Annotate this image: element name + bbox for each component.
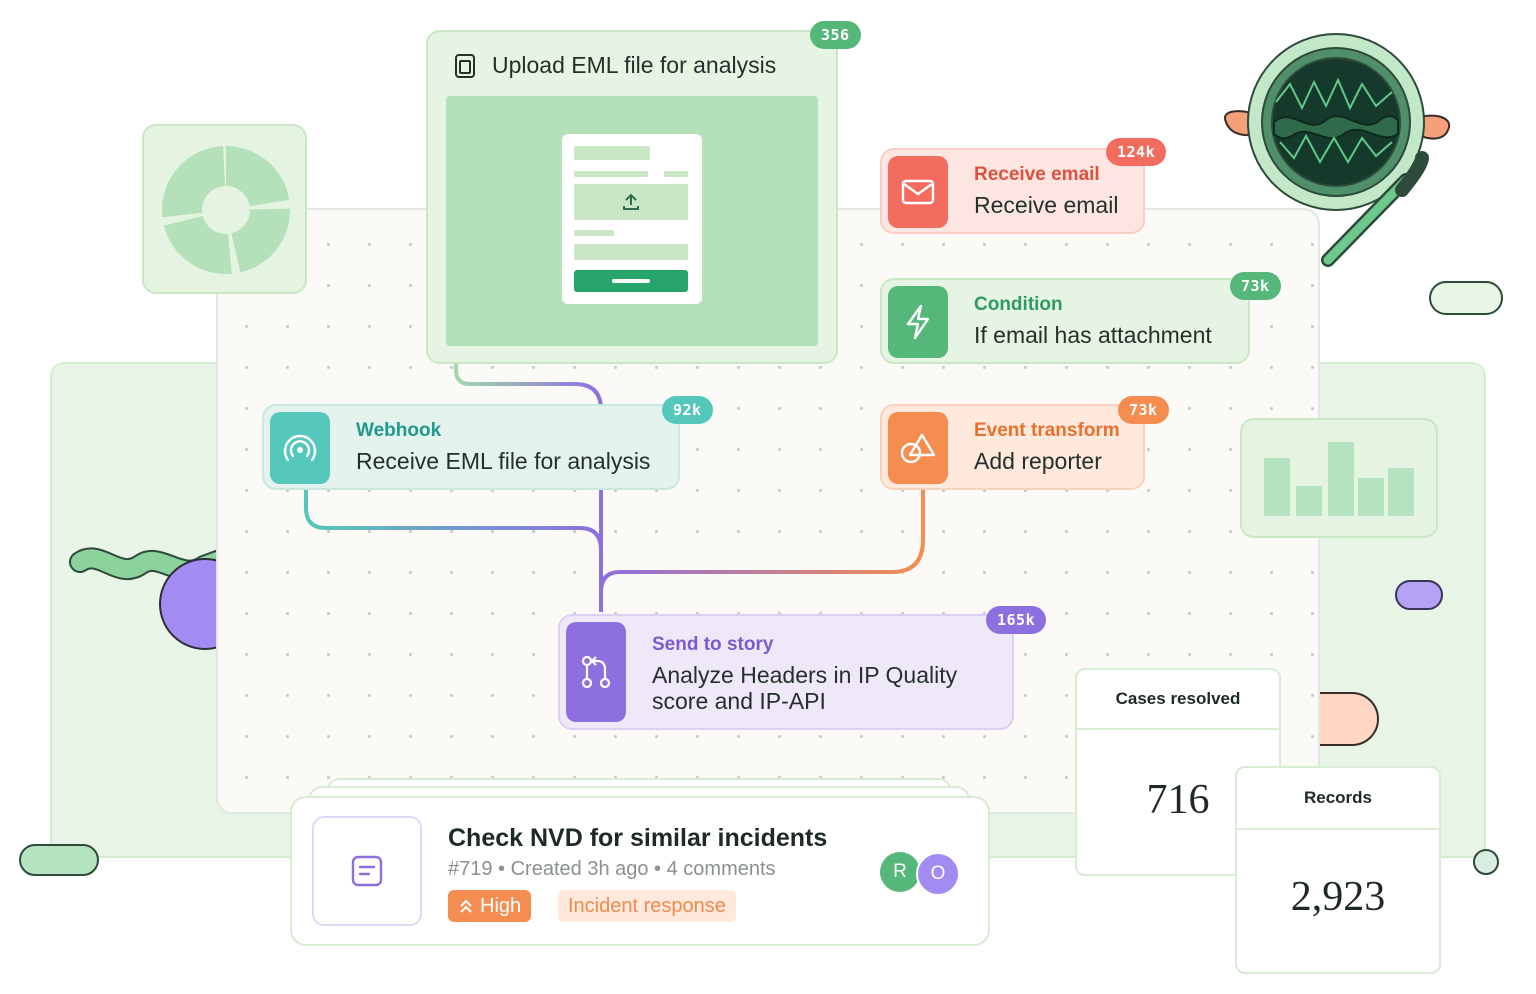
webhook-count-badge: 92k (662, 396, 713, 424)
priority-label: High (480, 895, 522, 917)
send-to-story-desc-line1: Analyze Headers in IP Quality (652, 662, 958, 688)
send-to-story-icon-box (566, 622, 626, 722)
radar-icon (1223, 33, 1451, 267)
category-tag[interactable]: Incident response (558, 890, 736, 922)
case-icon-box (312, 816, 422, 926)
priority-tag[interactable]: High (448, 890, 532, 922)
send-to-story-count-badge: 165k (986, 606, 1047, 634)
event-transform-desc: Add reporter (974, 448, 1102, 474)
bar-chart-icon (1264, 442, 1414, 516)
upload-count-badge: 356 (810, 21, 861, 49)
receive-email-count-badge: 124k (1106, 138, 1167, 166)
upload-card-title: Upload EML file for analysis (492, 52, 777, 78)
document-icon (455, 54, 475, 78)
avatar[interactable]: O (916, 852, 960, 896)
receive-email-type: Receive email (974, 164, 1100, 185)
upload-form-mock (562, 134, 702, 304)
chevrons-up-icon (460, 899, 472, 913)
webhook-icon (283, 434, 317, 462)
condition-icon-box (888, 286, 948, 358)
event-transform-count-badge: 73k (1118, 396, 1169, 424)
send-to-story-type: Send to story (652, 634, 774, 655)
shapes-icon (900, 433, 936, 464)
condition-count-badge: 73k (1230, 272, 1281, 300)
upload-dropzone[interactable] (574, 184, 688, 220)
condition-type: Condition (974, 294, 1063, 315)
webhook-node[interactable]: Webhook Receive EML file for analysis (262, 404, 680, 490)
receive-email-desc: Receive email (974, 192, 1119, 218)
condition-desc: If email has attachment (974, 322, 1212, 348)
event-transform-node[interactable]: Event transform Add reporter (880, 404, 1145, 490)
git-merge-icon (581, 655, 611, 689)
bar-chart-tile (1240, 418, 1438, 538)
records-card: Records 2,923 (1235, 766, 1441, 974)
webhook-icon-box (270, 412, 330, 484)
avatar[interactable]: R (880, 852, 920, 892)
upload-icon (623, 193, 639, 210)
receive-email-icon-box (888, 156, 948, 228)
case-title: Check NVD for similar incidents (448, 824, 828, 852)
send-to-story-node[interactable]: Send to story Analyze Headers in IP Qual… (558, 614, 1014, 730)
pie-chart-tile (142, 124, 307, 294)
webhook-type: Webhook (356, 420, 442, 441)
receive-email-node[interactable]: Receive email Receive email (880, 148, 1145, 234)
cases-resolved-value: 716 (1146, 777, 1210, 823)
pie-chart-icon (162, 146, 290, 274)
condition-node[interactable]: Condition If email has attachment (880, 278, 1250, 364)
send-to-story-desc-line2: score and IP-API (652, 688, 826, 714)
case-card[interactable]: Check NVD for similar incidents #719 • C… (290, 796, 990, 946)
upload-eml-card[interactable]: Upload EML file for analysis (426, 30, 838, 364)
event-transform-icon-box (888, 412, 948, 484)
upload-submit-button[interactable] (574, 270, 688, 292)
event-transform-type: Event transform (974, 420, 1120, 441)
cases-resolved-label: Cases resolved (1077, 670, 1279, 730)
mail-icon (901, 179, 935, 205)
case-meta: #719 • Created 3h ago • 4 comments (448, 858, 776, 880)
lightning-icon (906, 304, 930, 340)
webhook-desc: Receive EML file for analysis (356, 448, 651, 474)
records-value: 2,923 (1290, 874, 1386, 920)
upload-preview (446, 96, 818, 346)
records-label: Records (1237, 768, 1439, 830)
note-icon (351, 855, 383, 887)
